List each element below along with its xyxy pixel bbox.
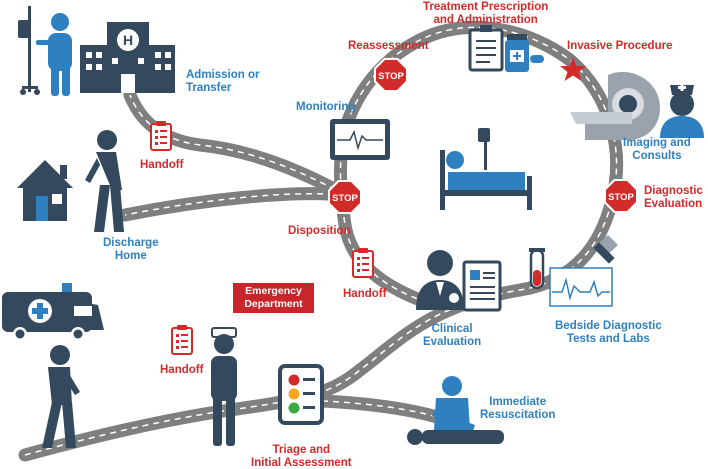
stop-sign: STOP [604, 179, 638, 213]
nurse-icon [211, 327, 237, 446]
admission-label: Admission or Transfer [186, 69, 260, 94]
invasive-star-icon [560, 57, 586, 81]
handoff-label: Handoff [160, 364, 204, 376]
imaging-scanner-icon [570, 71, 660, 140]
svg-text:STOP: STOP [332, 193, 358, 204]
stop-sign: STOP [374, 58, 408, 92]
monitoring-label: Monitoring [296, 101, 356, 113]
medicine-bottle-icon [505, 34, 544, 72]
svg-text:STOP: STOP [378, 71, 404, 82]
prescription-icon [468, 25, 504, 72]
handoff-clipboard-icon [171, 324, 193, 355]
imaging-label: Imaging and Consults [623, 137, 691, 162]
handoff-label: Handoff [140, 159, 184, 171]
svg-text:H: H [123, 32, 133, 48]
invasive-procedure-label: Invasive Procedure [567, 40, 673, 52]
monitor-icon [330, 119, 390, 160]
emergency-department-badge: Emergency Department [233, 283, 314, 313]
doctor-icon [660, 84, 704, 138]
patient-bed-icon [440, 128, 532, 210]
triage-board-icon [278, 364, 324, 425]
treatment-label: Treatment Prescription and Administratio… [423, 1, 549, 26]
ultrasound-probe-icon [593, 235, 618, 264]
patient-iv-icon [18, 6, 72, 96]
clinical-evaluation-label: Clinical Evaluation [423, 323, 482, 348]
arriving-patient-icon [42, 345, 80, 448]
disposition-label: Disposition [288, 225, 351, 237]
clinical-chart-icon [462, 260, 502, 312]
triage-label: Triage and Initial Assessment [251, 444, 352, 469]
hospital-icon: H [80, 22, 175, 93]
diagnostic-evaluation-label: Diagnostic Evaluation [644, 185, 703, 210]
stop-sign: STOP [328, 180, 362, 214]
discharge-label: Discharge Home [103, 237, 159, 262]
immediate-resuscitation-label: Immediate Resuscitation [480, 396, 556, 421]
house-icon [17, 160, 73, 221]
ambulance-icon [2, 283, 104, 341]
reassessment-label: Reassessment [348, 40, 429, 52]
handoff-clipboard-icon [352, 247, 374, 278]
resuscitation-icon [407, 376, 504, 445]
handoff-clipboard-icon [150, 120, 172, 151]
road-to-discharge [118, 187, 352, 222]
svg-text:STOP: STOP [608, 192, 634, 203]
ecg-strip-icon [549, 267, 613, 307]
handoff-label: Handoff [343, 288, 387, 300]
clinician-icon [416, 250, 464, 310]
bedside-tests-label: Bedside Diagnostic Tests and Labs [555, 320, 662, 345]
test-tube-icon [529, 248, 545, 290]
walking-person-icon [85, 130, 124, 232]
